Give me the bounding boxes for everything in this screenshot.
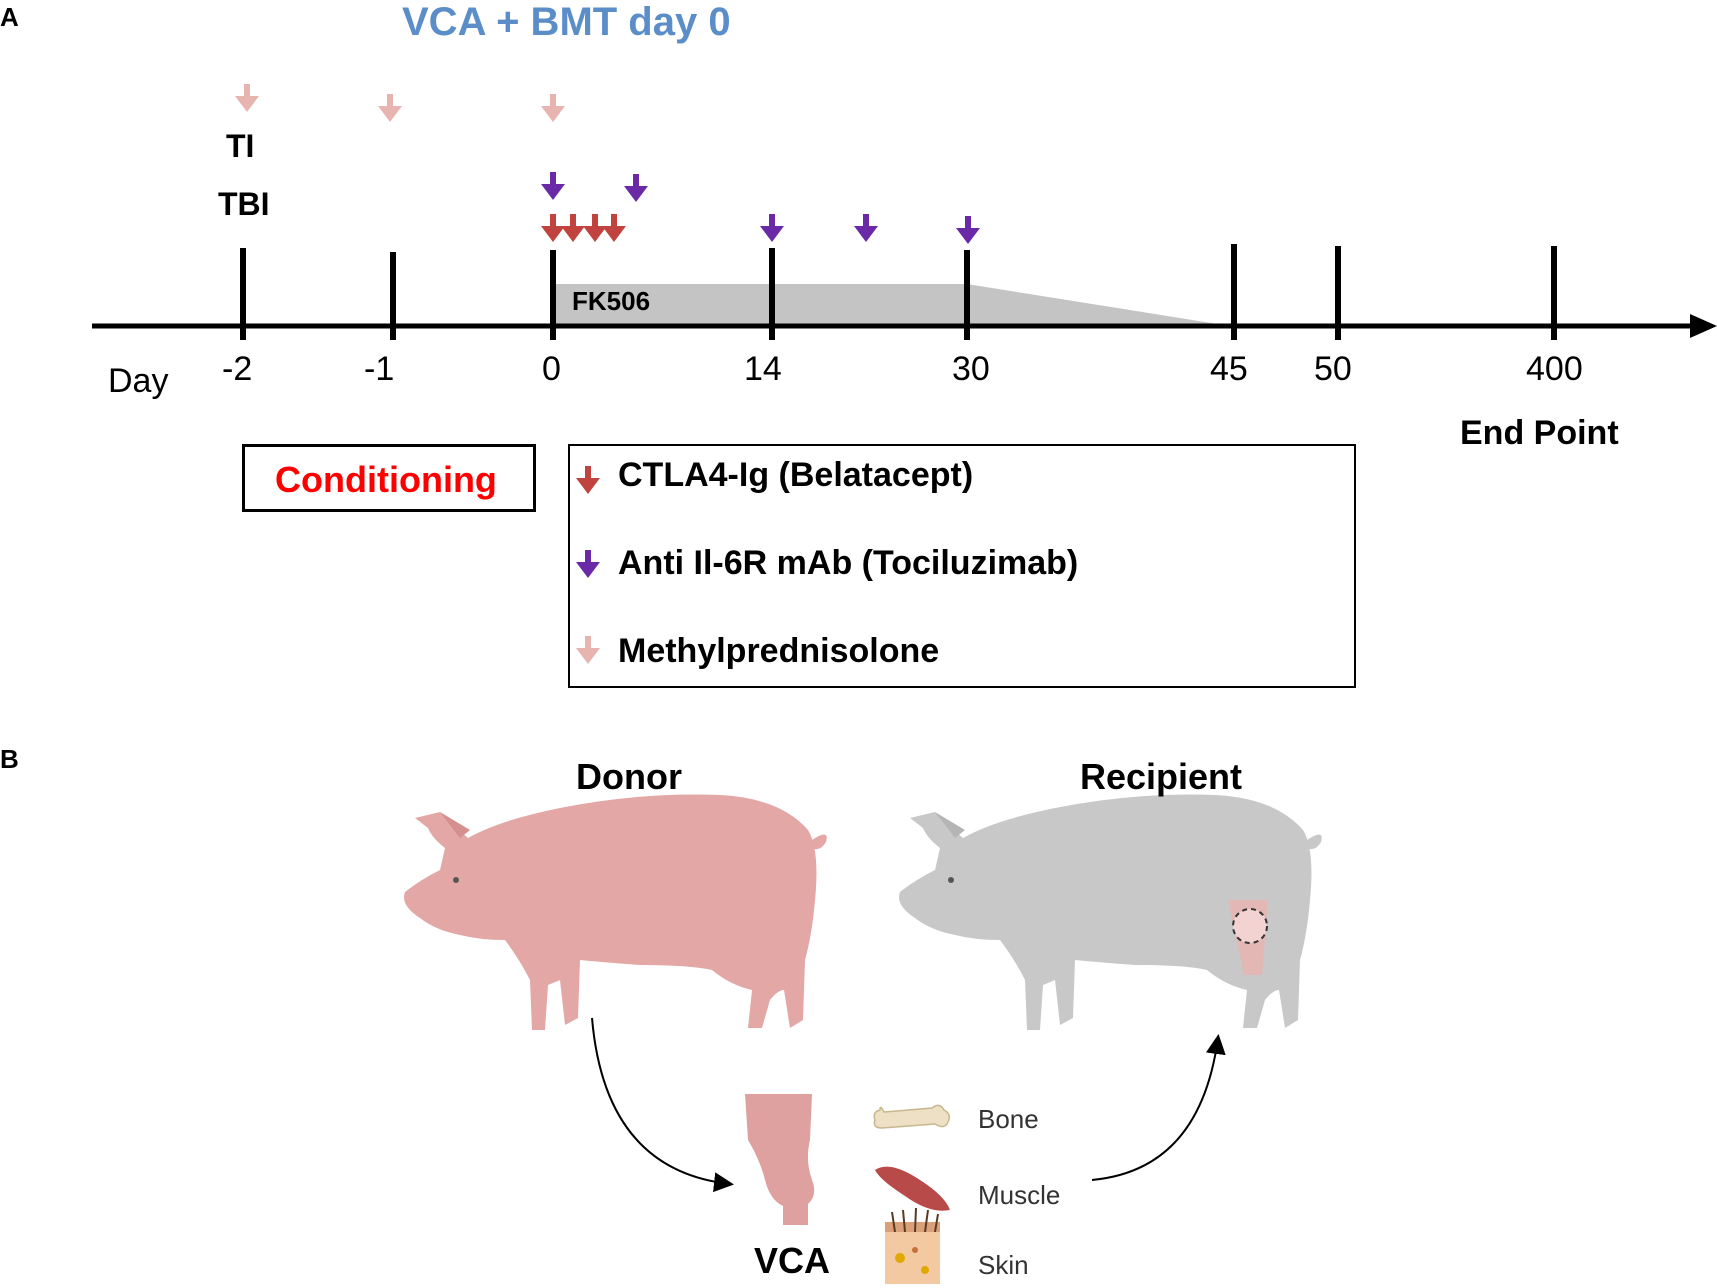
tbi-label: TBI	[218, 186, 270, 222]
skin-label: Skin	[978, 1250, 1029, 1280]
skin-icon	[885, 1207, 940, 1284]
methylprednisolone-arrows	[235, 84, 565, 122]
tocilizumab-arrows	[541, 172, 980, 244]
bone-icon	[873, 1104, 951, 1129]
legend-ctla4: CTLA4-Ig (Belatacept)	[618, 456, 974, 494]
legend-methyl: Methylprednisolone	[618, 632, 940, 670]
conditioning-box: Conditioning	[242, 444, 536, 512]
timeline-title: VCA + BMT day 0	[402, 0, 731, 44]
timeline-arrowhead	[1690, 314, 1717, 338]
donor-pig	[404, 794, 827, 1030]
ti-label: TI	[226, 128, 255, 164]
recipient-pig	[899, 794, 1322, 1030]
vca-label: VCA	[754, 1240, 831, 1281]
fk506-label: FK506	[572, 286, 651, 316]
tick-label: 14	[744, 350, 782, 388]
bone-label: Bone	[978, 1104, 1039, 1134]
tick-label: 50	[1314, 350, 1352, 388]
vca-limb	[745, 1094, 815, 1225]
donor-to-vca-arrow	[591, 1017, 734, 1193]
recipient-label: Recipient	[1080, 756, 1243, 797]
belatacept-arrows	[541, 214, 626, 242]
muscle-icon	[875, 1166, 950, 1211]
panel-b-letter: B	[0, 744, 19, 774]
tick-label: 400	[1526, 350, 1583, 388]
day-label: Day	[108, 362, 169, 400]
legend-il6r: Anti Il-6R mAb (Tociluzimab)	[618, 544, 1079, 582]
panel-a-letter: A	[0, 2, 19, 32]
donor-label: Donor	[576, 756, 682, 797]
end-point-label: End Point	[1460, 414, 1619, 452]
tick-label: -2	[222, 350, 253, 388]
tick-label: 0	[542, 350, 561, 388]
fk506-area	[553, 284, 1230, 326]
vca-to-recipient-arrow	[1091, 1034, 1226, 1181]
muscle-label: Muscle	[978, 1180, 1061, 1210]
tick-label: 45	[1210, 350, 1248, 388]
tick-label: -1	[364, 350, 395, 388]
conditioning-label: Conditioning	[275, 459, 497, 500]
tick-marks	[240, 244, 1557, 340]
legend-box: CTLA4-Ig (Belatacept) Anti Il-6R mAb (To…	[568, 444, 1356, 688]
tick-label: 30	[952, 350, 990, 388]
